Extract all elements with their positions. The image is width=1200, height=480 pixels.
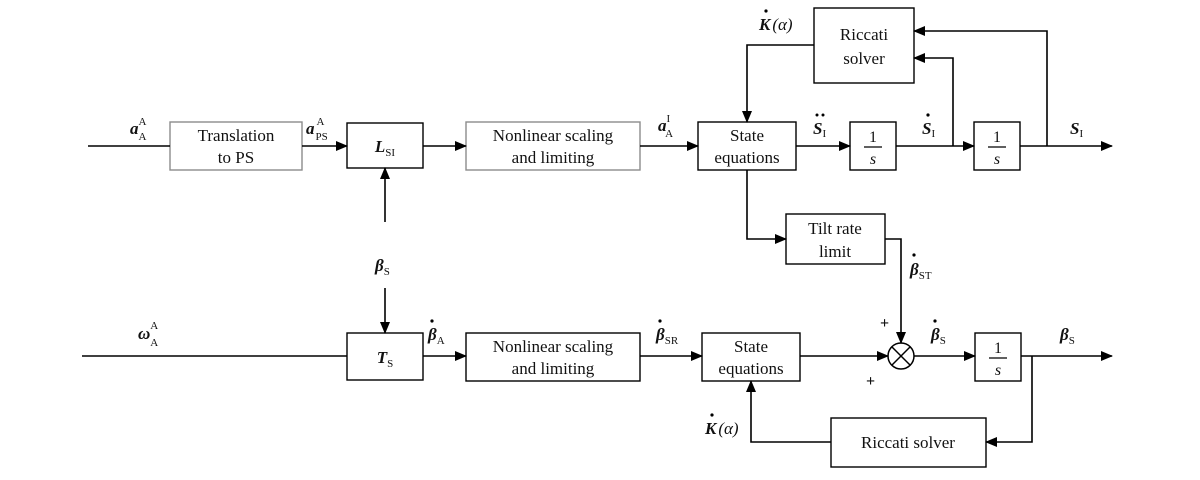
svg-text:1: 1: [869, 129, 877, 146]
svg-text:βS: βS: [930, 325, 946, 347]
translation-block: Translation to PS: [169, 121, 303, 171]
svg-text:K(α): K(α): [758, 15, 793, 34]
nonlinear-top-line2: and limiting: [512, 148, 595, 167]
svg-text:βA: βA: [427, 325, 445, 347]
state-top-line2: equations: [714, 148, 779, 167]
label-beta-dot-a: βA: [427, 319, 445, 347]
label-s-dot: SI: [922, 113, 935, 140]
label-beta-dot-st: βST: [909, 253, 932, 282]
svg-text:s: s: [995, 362, 1001, 379]
label-s-ddot: SI: [813, 113, 826, 140]
label-beta-dot-sr: βSR: [655, 319, 679, 347]
label-beta-dot-s: βS: [930, 319, 946, 347]
tilt-line1: Tilt rate: [808, 219, 862, 238]
label-s-output: SI: [1070, 119, 1083, 140]
nonlinear-bot-line2: and limiting: [512, 359, 595, 378]
label-beta-s-mid: βS: [374, 256, 390, 278]
riccati-top-line1: Riccati: [840, 25, 888, 44]
translation-line2: to PS: [218, 148, 254, 167]
riccati-bottom-block: Riccati solver: [830, 417, 987, 468]
label-k-top: K(α): [758, 9, 793, 34]
plus-sign-top: +: [880, 315, 889, 332]
nonlinear-bot-line1: Nonlinear scaling: [493, 337, 614, 356]
state-equations-top-block: State equations: [697, 121, 797, 171]
integrator-top-2: 1 s: [973, 121, 1021, 171]
tilt-rate-limit-block: Tilt rate limit: [785, 213, 886, 265]
state-bot-line1: State: [734, 337, 768, 356]
label-beta-s-output: βS: [1059, 325, 1075, 347]
summing-junction: [887, 342, 915, 370]
tilt-line2: limit: [819, 242, 851, 261]
svg-text:s: s: [994, 151, 1000, 168]
wires-bottom: [82, 288, 1113, 447]
wires-top: [88, 26, 1113, 344]
state-equations-bottom-block: State equations: [701, 332, 801, 382]
ts-block: TS: [346, 332, 424, 381]
nonlinear-bottom-block: Nonlinear scaling and limiting: [465, 332, 641, 382]
riccati-bot-label: Riccati solver: [861, 433, 955, 452]
nonlinear-top-block: Nonlinear scaling and limiting: [465, 121, 641, 171]
svg-text:SI: SI: [922, 119, 935, 140]
svg-text:1: 1: [993, 129, 1001, 146]
nonlinear-top-line1: Nonlinear scaling: [493, 126, 614, 145]
svg-text:βSR: βSR: [655, 325, 679, 347]
svg-text:βST: βST: [909, 260, 932, 282]
svg-text:1: 1: [994, 340, 1002, 357]
translation-line1: Translation: [198, 126, 275, 145]
integrator-top-1: 1 s: [849, 121, 897, 171]
svg-text:K(α): K(α): [704, 419, 739, 438]
ts-label: TS: [377, 348, 394, 370]
integrator-bottom: 1 s: [974, 332, 1022, 382]
riccati-top-block: Riccati solver: [813, 7, 915, 84]
state-top-line1: State: [730, 126, 764, 145]
svg-text:SI: SI: [813, 119, 826, 140]
label-k-bottom: K(α): [704, 413, 739, 438]
plus-sign-left: +: [866, 373, 875, 390]
lsi-label: LSI: [374, 137, 396, 159]
lsi-block: LSI: [346, 122, 424, 169]
state-bot-line2: equations: [718, 359, 783, 378]
riccati-top-line2: solver: [843, 49, 885, 68]
svg-text:s: s: [870, 151, 876, 168]
